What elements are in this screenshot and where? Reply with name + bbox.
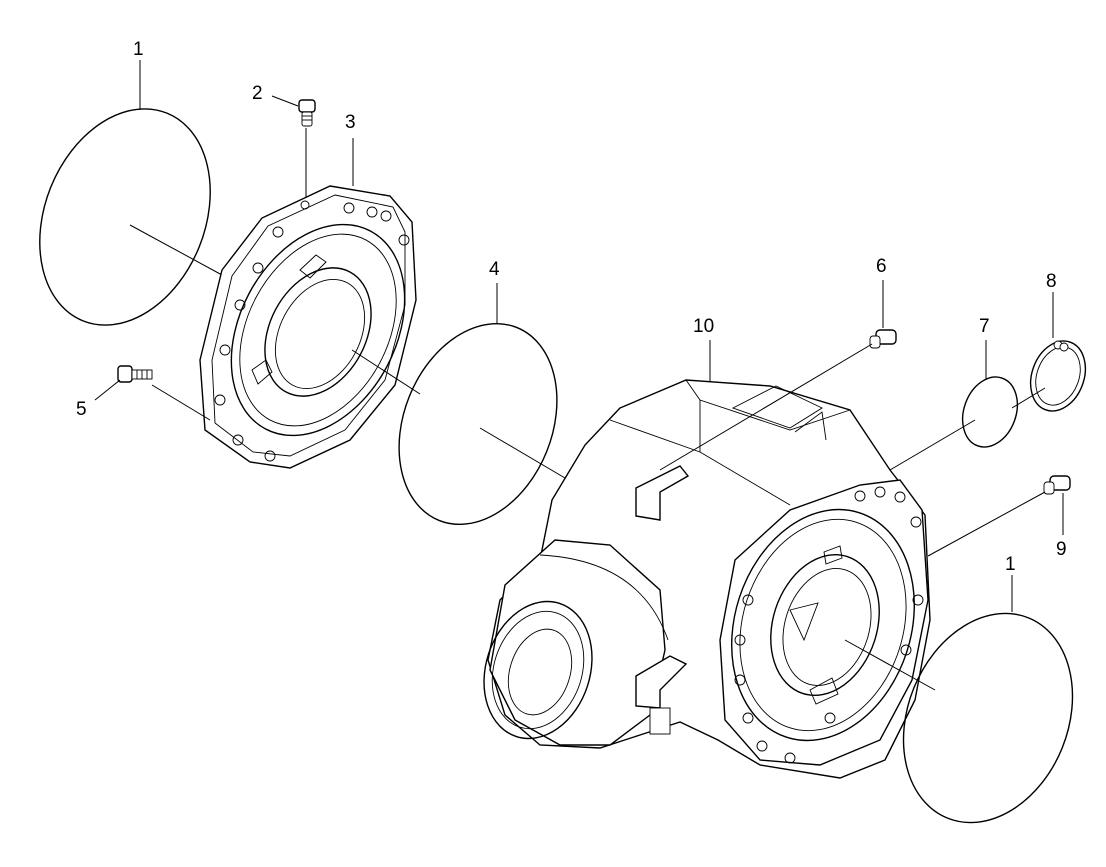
screw-icon	[117, 365, 153, 383]
callout-9: 9	[1056, 539, 1067, 560]
leader-5	[94, 379, 121, 401]
leader-1-bottom-axis	[844, 639, 936, 691]
callout-8: 8	[1046, 271, 1057, 292]
gear-housing-icon	[483, 379, 931, 779]
callout-2: 2	[252, 83, 263, 104]
callout-1-top: 1	[133, 39, 144, 60]
callout-6: 6	[876, 256, 887, 277]
leader-1-axis	[129, 224, 223, 276]
retaining-ring-icon	[1029, 340, 1087, 412]
callout-3: 3	[345, 112, 356, 133]
o-ring-icon	[398, 322, 558, 526]
callout-7: 7	[979, 316, 990, 337]
leader-3-axis	[351, 349, 421, 395]
screw-plug-small-icon	[1043, 475, 1071, 495]
leader-9-axis	[927, 491, 1046, 557]
disc-seal-icon	[961, 376, 1019, 448]
screw-plug-icon	[869, 329, 897, 349]
leader-5-axis	[151, 384, 211, 421]
leader-7-axis	[889, 419, 976, 471]
leader-2	[271, 95, 299, 107]
callout-10: 10	[693, 316, 714, 337]
o-ring-large-icon	[39, 108, 211, 326]
breather-plug-icon	[298, 99, 316, 127]
leader-4-axis	[479, 427, 566, 479]
leader-6-axis	[659, 343, 873, 471]
callout-1-bottom: 1	[1005, 554, 1016, 575]
bearing-cover-icon	[199, 185, 417, 469]
o-ring-large-icon	[902, 612, 1074, 824]
callout-4: 4	[489, 259, 500, 280]
callout-5: 5	[76, 399, 87, 420]
leader-8-axis	[1011, 387, 1046, 409]
